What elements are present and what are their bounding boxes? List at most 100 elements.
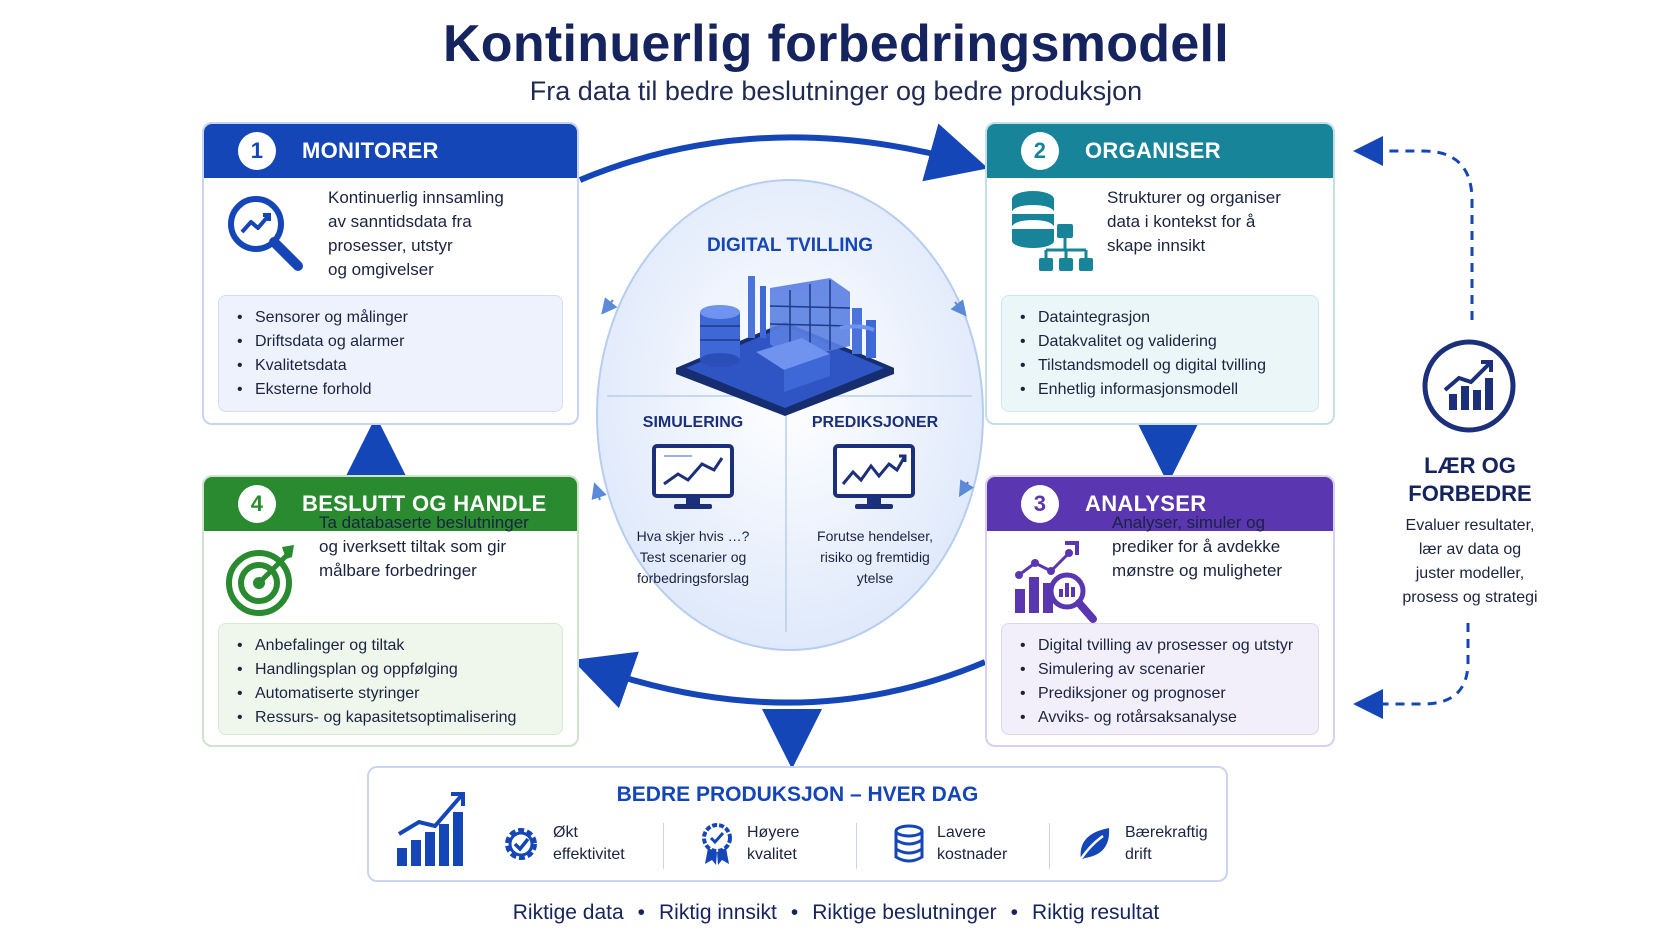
leaf-icon	[1077, 828, 1110, 863]
divider	[1049, 823, 1050, 869]
card-header: 2 ORGANISER	[987, 124, 1333, 178]
list-item: Dataintegrasjon	[1020, 306, 1306, 330]
desc-line: prediker for å avdekke	[1112, 537, 1281, 556]
card-beslutt: 4 BESLUTT OG HANDLE Ta databaserte beslu…	[202, 475, 579, 747]
list-item: Datakvalitet og validering	[1020, 330, 1306, 354]
divider	[663, 823, 664, 869]
list-item: Digital tvilling av prosesser og utstyr	[1020, 634, 1306, 658]
text-line: Forutse hendelser,	[817, 528, 933, 544]
divider	[856, 823, 857, 869]
list-item: Anbefalinger og tiltak	[237, 634, 550, 658]
digital-twin-circle	[596, 179, 984, 651]
bar-growth-icon	[397, 792, 465, 866]
separator-dot: •	[790, 901, 799, 924]
text-line: Test scenarier og	[639, 549, 747, 565]
simulering-text: Hva skjer hvis …? Test scenarier og forb…	[608, 526, 778, 589]
arrow-analyse-to-decide	[572, 651, 987, 709]
list-item: Handlingsplan og oppfølging	[237, 658, 550, 682]
step-number: 2	[1021, 132, 1059, 170]
separator-dot: •	[637, 901, 645, 924]
benefit-text: Bærekraftig drift	[1125, 822, 1208, 866]
benefit-text: Høyere kvalitet	[747, 822, 799, 866]
card-analyser: 3 ANALYSER Analyser, simuler og prediker…	[985, 475, 1335, 747]
list-item: Ressurs- og kapasitetsoptimalisering	[237, 706, 550, 730]
desc-line: Strukturer og organiser	[1107, 188, 1281, 207]
feedback-bottom-dashed	[1353, 623, 1470, 719]
digital-twin-title: DIGITAL TVILLING	[706, 235, 874, 256]
card-header: 1 MONITORER	[204, 124, 577, 178]
text-line: prosess og strategi	[1402, 589, 1538, 606]
database-hierarchy-icon	[1012, 191, 1093, 271]
card-title: MONITORER	[302, 138, 439, 163]
list-item: Kvalitetsdata	[237, 354, 550, 378]
list-item: Enhetlig informasjonsmodell	[1020, 378, 1306, 402]
text-line: juster modeller,	[1415, 565, 1525, 582]
benefit-item: Bærekraftig drift	[1075, 822, 1208, 866]
text-line: kostnader	[937, 846, 1008, 863]
text-line: Evaluer resultater,	[1405, 517, 1535, 534]
card-header: 4 BESLUTT OG HANDLE	[204, 477, 577, 531]
card-description: Strukturer og organiser data i kontekst …	[1107, 186, 1281, 258]
card-list: Digital tvilling av prosesser og utstyr …	[1001, 623, 1319, 735]
monitor-chart-icon	[833, 444, 915, 509]
gear-check-icon	[505, 828, 537, 860]
simulering-title: SIMULERING	[642, 414, 744, 431]
prediksjoner-title: PREDIKSJONER	[811, 414, 939, 431]
desc-line: målbare forbedringer	[319, 561, 477, 580]
step-number: 1	[238, 132, 276, 170]
step-number: 3	[1021, 485, 1059, 523]
benefit-item: Lavere kostnader	[893, 822, 1007, 866]
card-list: Anbefalinger og tiltak Handlingsplan og …	[218, 623, 563, 735]
benefit-item: Økt effektivitet	[501, 822, 625, 866]
arrow-monitor-to-organise	[578, 123, 989, 183]
list-item: Automatiserte styringer	[237, 682, 550, 706]
text-line: kvalitet	[747, 846, 797, 863]
tagline-item: Riktig resultat	[1032, 901, 1160, 924]
magnifier-chart-icon	[228, 196, 303, 271]
coins-icon	[894, 824, 924, 863]
card-monitorer: 1 MONITORER Kontinuerlig innsamling av s…	[202, 122, 579, 425]
desc-line: Analyser, simuler og	[1112, 513, 1266, 532]
benefit-text: Økt effektivitet	[553, 822, 625, 866]
analytics-magnifier-icon	[1015, 541, 1097, 623]
text-line: risiko og fremtidig	[820, 549, 930, 565]
card-description: Analyser, simuler og prediker for å avde…	[1112, 511, 1282, 583]
desc-line: skape innsikt	[1107, 236, 1206, 255]
desc-line: av sanntidsdata fra	[328, 212, 472, 231]
desc-line: Kontinuerlig innsamling	[328, 188, 504, 207]
text-line: Lavere	[937, 824, 986, 841]
desc-line: data i kontekst for å	[1107, 212, 1256, 231]
card-list: Dataintegrasjon Datakvalitet og valideri…	[1001, 295, 1319, 412]
card-organiser: 2 ORGANISER Strukturer og organiser data…	[985, 122, 1335, 425]
card-title: ANALYSER	[1085, 491, 1207, 516]
card-description: Kontinuerlig innsamling av sanntidsdata …	[328, 186, 504, 282]
desc-line: og omgivelser	[328, 260, 434, 279]
text-line: forbedringsforslag	[636, 570, 750, 586]
list-item: Tilstandsmodell og digital tvilling	[1020, 354, 1306, 378]
footer-tagline: Riktige data•Riktig innsikt•Riktige besl…	[0, 901, 1672, 925]
text-line: Økt	[553, 824, 578, 841]
growth-chart-icon	[1422, 339, 1516, 433]
page-subtitle: Fra data til bedre beslutninger og bedre…	[529, 76, 1143, 106]
card-title: ORGANISER	[1085, 138, 1221, 163]
text-line: Høyere	[747, 824, 800, 841]
prediksjoner-text: Forutse hendelser, risiko og fremtidig y…	[790, 526, 960, 589]
quality-badge-icon	[702, 823, 732, 865]
tagline-item: Riktige beslutninger	[812, 901, 997, 924]
card-description: Ta databaserte beslutninger og iverksett…	[319, 511, 529, 583]
list-item: Simulering av scenarier	[1020, 658, 1306, 682]
text-line: ytelse	[856, 570, 894, 586]
list-item: Eksterne forhold	[237, 378, 550, 402]
card-list: Sensorer og målinger Driftsdata og alarm…	[218, 295, 563, 412]
list-item: Driftsdata og alarmer	[237, 330, 550, 354]
list-item: Prediksjoner og prognoser	[1020, 682, 1306, 706]
text-line: effektivitet	[553, 846, 625, 863]
feedback-top-dashed	[1353, 136, 1474, 320]
list-item: Sensorer og målinger	[237, 306, 550, 330]
monitor-chart-icon	[652, 444, 734, 509]
tagline-item: Riktige data	[512, 901, 624, 924]
title-line: LÆR OG	[1424, 453, 1516, 478]
desc-line: og iverksett tiltak som gir	[319, 537, 507, 556]
desc-line: mønstre og muligheter	[1112, 561, 1283, 580]
